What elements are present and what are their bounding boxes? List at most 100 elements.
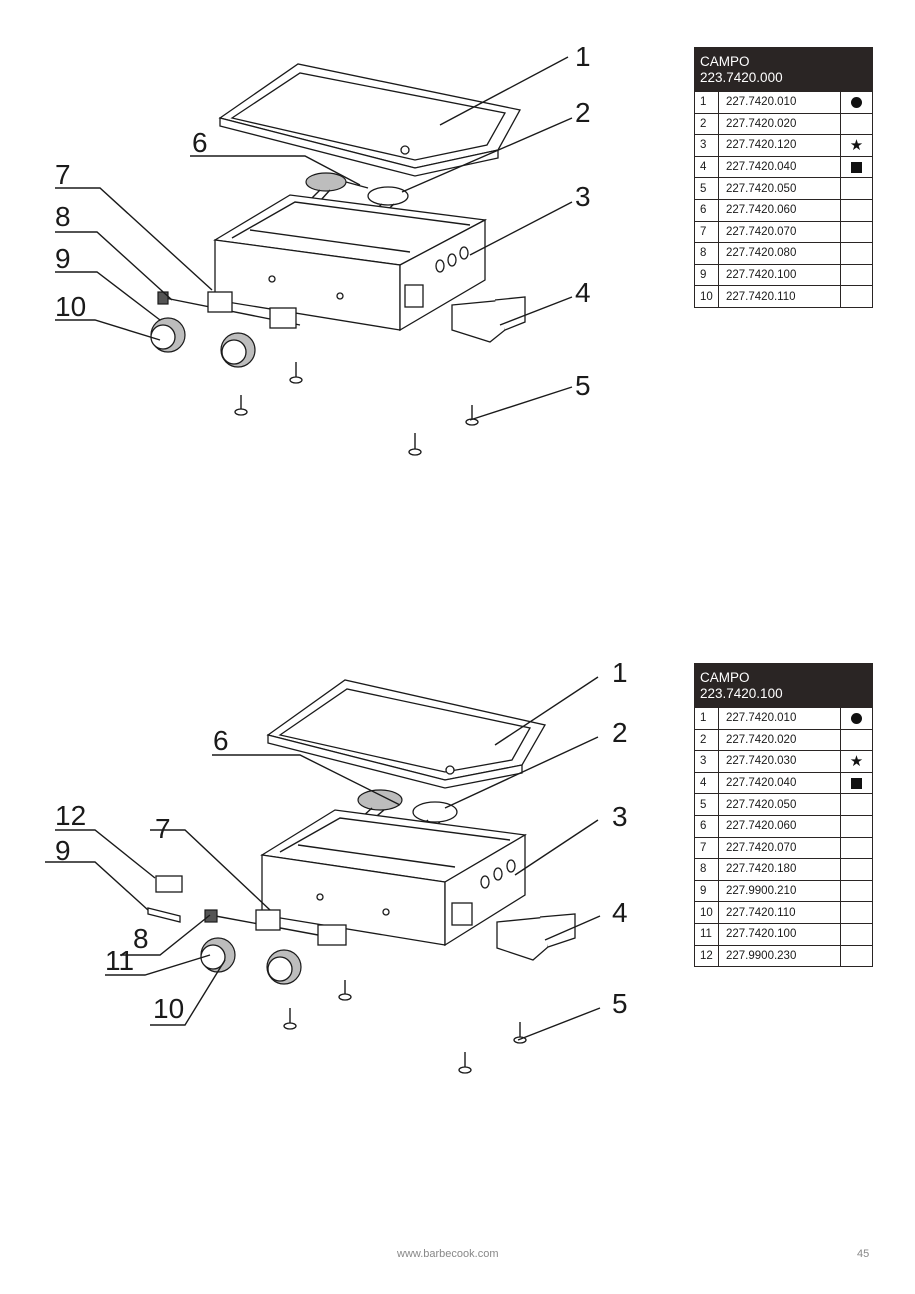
symbol-cell	[841, 730, 872, 751]
control-knobs	[200, 937, 302, 985]
part-number-cell: 10	[695, 286, 719, 307]
callout-12: 12	[55, 800, 86, 831]
part-number-cell: 5	[695, 794, 719, 815]
part-code-cell: 227.7420.020	[719, 729, 841, 751]
drip-tray	[451, 296, 526, 343]
star-icon: ★	[849, 752, 864, 770]
symbol-cell	[841, 157, 872, 178]
callout-4: 4	[612, 897, 628, 928]
callout-7: 7	[155, 813, 171, 844]
symbol-cell	[841, 924, 872, 945]
symbol-cell	[841, 114, 872, 135]
part-code-cell: 227.7420.040	[719, 772, 841, 794]
part-code-cell: 227.7420.010	[719, 708, 841, 729]
symbol-cell	[841, 265, 872, 286]
part-code-cell: 227.7420.060	[719, 199, 841, 221]
part-code-cell: 227.9900.230	[719, 945, 841, 967]
part-code-cell: 227.9900.210	[719, 880, 841, 902]
griddle-plate	[266, 679, 547, 789]
burners	[289, 172, 409, 237]
table-title: CAMPO	[700, 670, 750, 685]
symbol-cell	[841, 902, 872, 923]
table-model-number: 223.7420.000	[700, 70, 783, 85]
part-number-cell: 3	[695, 751, 719, 772]
exploded-diagram-top: 1 2 3 4 5 6 7 8 9 10	[0, 0, 680, 480]
part-code-cell: 227.7420.100	[719, 264, 841, 286]
callout-1: 1	[612, 657, 628, 688]
part-number-cell: 7	[695, 837, 719, 859]
circle-icon	[851, 96, 862, 108]
circle-icon	[851, 712, 862, 724]
symbol-cell	[841, 222, 872, 243]
symbol-cell	[841, 773, 872, 794]
part-code-cell: 227.7420.060	[719, 815, 841, 837]
part-code-cell: 227.7420.050	[719, 794, 841, 815]
part-code-cell: 227.7420.070	[719, 221, 841, 243]
symbol-cell	[841, 816, 872, 837]
symbol-cell	[841, 946, 872, 967]
symbol-cell	[841, 92, 872, 113]
part-number-cell: 6	[695, 199, 719, 221]
callout-6: 6	[192, 127, 208, 158]
part-number-cell: 1	[695, 92, 719, 113]
part-code-cell: 227.7420.070	[719, 837, 841, 859]
part-code-cell: 227.7420.050	[719, 178, 841, 199]
part-code-cell: 227.7420.020	[719, 113, 841, 135]
symbol-cell	[841, 200, 872, 221]
callout-9: 9	[55, 835, 71, 866]
part-number-cell: 6	[695, 815, 719, 837]
part-number-cell: 5	[695, 178, 719, 199]
table-model-number: 223.7420.100	[700, 686, 783, 701]
callout-6: 6	[213, 725, 229, 756]
callout-4: 4	[575, 277, 591, 308]
callout-10: 10	[55, 291, 86, 322]
callout-1: 1	[575, 41, 591, 72]
part-number-cell: 4	[695, 772, 719, 794]
part-number-cell: 3	[695, 135, 719, 156]
part-number-cell: 7	[695, 221, 719, 243]
griddle-plate	[218, 63, 521, 177]
exploded-diagram-bottom: 1 2 3 4 5 6 7 8 9 10 11 12	[0, 620, 680, 1100]
part-number-cell: 8	[695, 859, 719, 880]
part-number-cell: 4	[695, 156, 719, 178]
callout-8: 8	[55, 201, 71, 232]
leader-lines	[45, 676, 601, 1041]
symbol-cell	[841, 708, 872, 729]
part-number-cell: 8	[695, 243, 719, 264]
injector-parts	[147, 875, 183, 923]
callout-2: 2	[612, 717, 628, 748]
callout-numbers: 1 2 3 4 5 6 7 8 9 10	[55, 41, 591, 401]
callout-numbers: 1 2 3 4 5 6 7 8 9 10 11 12	[55, 657, 628, 1024]
symbol-cell	[841, 794, 872, 815]
part-number-cell: 9	[695, 880, 719, 902]
part-number-cell: 1	[695, 708, 719, 729]
part-number-cell: 11	[695, 923, 719, 945]
part-code-cell: 227.7420.180	[719, 859, 841, 880]
part-number-cell: 10	[695, 902, 719, 923]
gas-valves	[204, 909, 347, 946]
part-number-cell: 12	[695, 945, 719, 967]
symbol-cell	[841, 178, 872, 199]
callout-5: 5	[575, 370, 591, 401]
grill-body	[213, 194, 488, 332]
symbol-cell	[841, 881, 872, 902]
callout-7: 7	[55, 159, 71, 190]
